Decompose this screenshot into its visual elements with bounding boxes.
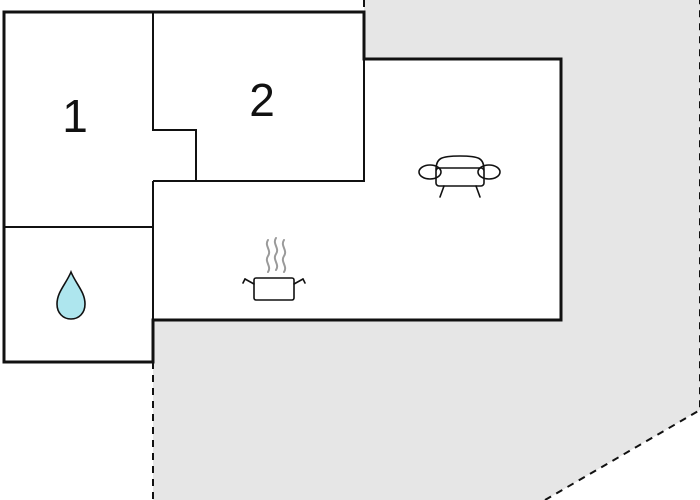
sofa-icon — [418, 155, 501, 198]
water-drop-icon — [56, 269, 86, 320]
outdoor-boundary — [152, 0, 700, 500]
outdoor-area — [153, 0, 700, 500]
room-label-1: 1 — [62, 90, 88, 142]
cooking-pot-icon — [242, 237, 306, 301]
room-label-2: 2 — [249, 74, 275, 126]
interior-floor — [4, 12, 561, 362]
inner-walls — [4, 12, 365, 320]
outer-walls — [2, 10, 563, 364]
